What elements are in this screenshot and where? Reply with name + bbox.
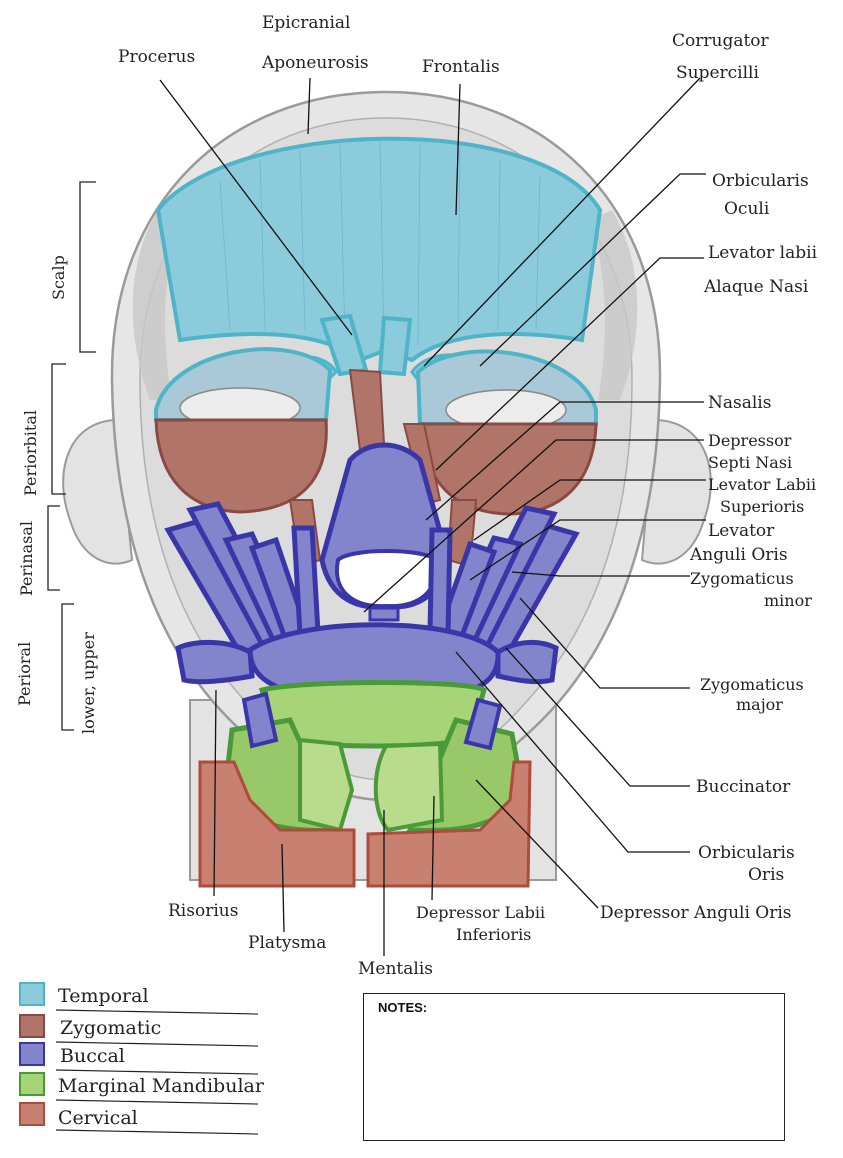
label-orbicularis-oris-2: Oris xyxy=(748,865,784,885)
muscle-labels: Procerus Epicranial Aponeurosis Frontali… xyxy=(118,13,818,979)
label-depressor-septi-2: Septi Nasi xyxy=(708,453,792,472)
legend-label-temporal: Temporal xyxy=(58,985,149,1007)
nostrils xyxy=(334,549,439,609)
label-levator-sup-1: Levator Labii xyxy=(708,475,816,494)
label-depressor-anguli: Depressor Anguli Oris xyxy=(600,903,792,923)
region-perinasal: Perinasal xyxy=(17,521,36,596)
label-zyg-major-2: major xyxy=(736,695,783,714)
perioral-bracket xyxy=(61,603,74,731)
muscle-groups xyxy=(154,136,603,888)
label-depressor-labii-1: Depressor Labii xyxy=(416,903,545,922)
buccal-chin-left xyxy=(241,691,279,749)
label-levator-anguli-2: Anguli Oris xyxy=(689,545,788,565)
legend-label-zygomatic: Zygomatic xyxy=(60,1017,161,1039)
label-levator-anguli-1: Levator xyxy=(708,521,775,541)
label-buccinator: Buccinator xyxy=(696,777,791,797)
orbicularis-oculi-left-lower xyxy=(154,418,328,514)
label-depressor-labii-2: Inferioris xyxy=(456,925,531,944)
region-perioral-sub: lower, upper xyxy=(79,632,98,734)
procerus-muscle-left xyxy=(319,313,369,377)
label-frontalis: Frontalis xyxy=(422,57,500,77)
label-orbicularis-oculi-1: Orbicularis xyxy=(712,171,809,191)
scalp-bracket xyxy=(79,181,96,353)
periorbital-bracket xyxy=(51,363,66,495)
mentalis-left xyxy=(298,737,355,833)
label-platysma: Platysma xyxy=(248,933,326,953)
label-epicranial-2: Aponeurosis xyxy=(261,53,369,73)
leader-lines xyxy=(159,77,706,956)
mentalis-right xyxy=(373,741,445,833)
label-orbicularis-oculi-2: Oculi xyxy=(724,199,770,219)
frontalis-texture xyxy=(219,139,541,346)
region-scalp: Scalp xyxy=(49,255,68,300)
buccal-chin-right xyxy=(463,697,503,751)
platysma-left xyxy=(198,760,356,888)
label-levator-alaque-1: Levator labii xyxy=(708,243,818,263)
legend-swatch-marginal-mandibular xyxy=(19,1072,45,1096)
label-mentalis: Mentalis xyxy=(358,959,433,979)
label-risorius: Risorius xyxy=(168,901,238,921)
region-brackets: Scalp Periorbital Perinasal Perioral low… xyxy=(15,181,98,734)
label-zyg-minor-2: minor xyxy=(764,591,812,610)
label-orbicularis-oris-1: Orbicularis xyxy=(698,843,795,863)
notes-title: NOTES: xyxy=(378,1000,428,1015)
left-cheek-bands xyxy=(164,501,321,664)
legend-label-cervical: Cervical xyxy=(58,1107,138,1129)
label-levator-alaque-2: Alaque Nasi xyxy=(703,277,809,297)
right-temporalis-shape xyxy=(590,210,638,400)
legend-label-buccal: Buccal xyxy=(60,1045,125,1067)
label-depressor-septi-1: Depressor xyxy=(708,431,792,450)
label-nasalis: Nasalis xyxy=(708,393,771,413)
left-ear xyxy=(62,418,134,565)
legend-swatch-cervical xyxy=(19,1102,45,1126)
legend-swatch-buccal xyxy=(19,1042,45,1066)
label-zyg-minor-1: Zygomaticus xyxy=(690,569,794,588)
depressor-septi xyxy=(368,606,400,622)
label-corrugator-1: Corrugator xyxy=(672,31,770,51)
notes-box[interactable]: NOTES: xyxy=(363,993,785,1141)
buccinator-left xyxy=(175,639,255,685)
region-perioral: Perioral xyxy=(15,642,34,706)
legend: Temporal Zygomatic Buccal Marginal Mandi… xyxy=(19,982,265,1135)
label-zyg-major-1: Zygomaticus xyxy=(700,675,804,694)
frontalis-muscle xyxy=(155,136,603,363)
label-corrugator-2: Supercilli xyxy=(676,63,759,83)
label-epicranial-1: Epicranial xyxy=(262,13,350,33)
legend-swatch-temporal xyxy=(19,982,45,1006)
perinasal-bracket xyxy=(47,505,60,591)
buccinator-right xyxy=(495,640,559,685)
label-levator-sup-2: Superioris xyxy=(720,497,804,516)
label-procerus: Procerus xyxy=(118,47,195,67)
platysma-right xyxy=(366,760,532,888)
region-periorbital: Periorbital xyxy=(21,410,40,496)
legend-swatch-zygomatic xyxy=(19,1014,45,1038)
legend-label-marginal-mandibular: Marginal Mandibular xyxy=(58,1075,265,1097)
procerus-muscle-right xyxy=(377,315,413,377)
